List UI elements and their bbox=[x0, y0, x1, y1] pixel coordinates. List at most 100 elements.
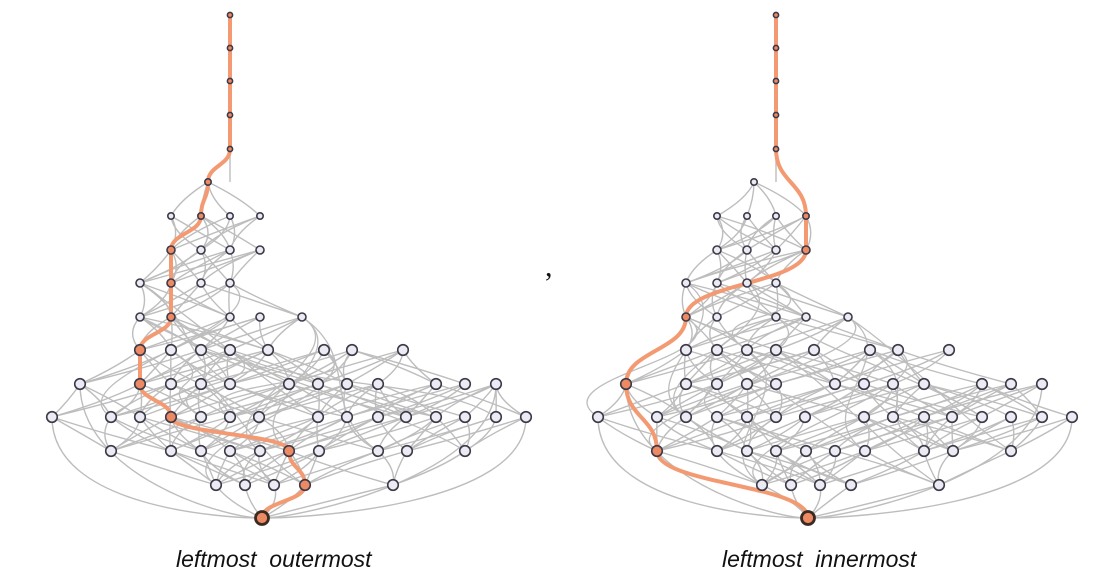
left-node bbox=[194, 444, 208, 458]
right-node bbox=[784, 478, 798, 492]
left-edge bbox=[170, 383, 231, 418]
right-edge bbox=[844, 316, 869, 452]
left-edge bbox=[51, 416, 263, 519]
right-edge bbox=[685, 282, 807, 318]
right-node bbox=[857, 377, 871, 391]
right-edge bbox=[711, 282, 718, 318]
left-edge bbox=[51, 383, 81, 418]
right-edge bbox=[775, 383, 865, 418]
right-node bbox=[1035, 377, 1049, 391]
left-edge bbox=[170, 215, 231, 251]
right-edge bbox=[703, 316, 790, 418]
right-final-node bbox=[800, 510, 816, 526]
right-node bbox=[712, 278, 722, 288]
left-edge bbox=[261, 484, 394, 519]
right-highlighted-node bbox=[772, 145, 780, 153]
right-node bbox=[712, 212, 721, 221]
left-node bbox=[194, 410, 208, 424]
right-node bbox=[771, 278, 781, 288]
left-highlight-path bbox=[138, 13, 308, 520]
left-edge bbox=[200, 383, 290, 418]
right-node bbox=[945, 410, 959, 424]
left-highlighted-node bbox=[226, 77, 234, 85]
left-edge bbox=[406, 416, 527, 452]
left-node bbox=[194, 377, 208, 391]
right-node bbox=[1004, 410, 1018, 424]
left-highlighted-node bbox=[166, 278, 176, 288]
left-node bbox=[345, 343, 359, 357]
right-node bbox=[798, 410, 812, 424]
left-edge bbox=[139, 282, 231, 318]
left-edge bbox=[200, 349, 269, 385]
right-edge bbox=[775, 450, 852, 486]
right-node bbox=[886, 410, 900, 424]
left-edge bbox=[170, 349, 306, 486]
right-node bbox=[917, 377, 931, 391]
left-edge bbox=[205, 349, 335, 486]
left-edge bbox=[351, 349, 466, 385]
left-highlighted-node bbox=[166, 245, 176, 255]
left-edge bbox=[170, 383, 260, 418]
left-node bbox=[458, 410, 472, 424]
left-edge bbox=[259, 416, 379, 452]
right-highlighted-node bbox=[772, 77, 780, 85]
right-edge bbox=[981, 383, 1043, 418]
left-edge bbox=[139, 249, 261, 284]
left-edge bbox=[229, 450, 275, 486]
separator-comma: , bbox=[545, 250, 553, 283]
left-highlighted-node bbox=[166, 312, 176, 322]
right-edge bbox=[897, 349, 1012, 385]
left-node bbox=[167, 212, 176, 221]
right-edge bbox=[923, 416, 1012, 452]
left-node bbox=[371, 377, 385, 391]
left-node bbox=[238, 478, 252, 492]
right-node bbox=[740, 343, 754, 357]
left-node bbox=[135, 278, 145, 288]
right-node bbox=[807, 343, 821, 357]
left-edge bbox=[229, 349, 497, 418]
right-node bbox=[1035, 410, 1049, 424]
right-node bbox=[857, 410, 871, 424]
left-node bbox=[135, 312, 145, 322]
right-edge bbox=[863, 349, 950, 385]
right-edge bbox=[819, 450, 925, 486]
left-node bbox=[429, 377, 443, 391]
right-edge bbox=[656, 416, 748, 452]
left-edge bbox=[200, 349, 319, 385]
right-edge bbox=[790, 450, 836, 486]
right-edge bbox=[685, 383, 777, 418]
left-edge bbox=[229, 249, 234, 284]
left-edge bbox=[139, 316, 466, 452]
right-edge bbox=[685, 316, 777, 351]
left-node bbox=[267, 478, 281, 492]
right-node bbox=[771, 312, 781, 322]
right-edge bbox=[685, 282, 777, 318]
right-node bbox=[740, 377, 754, 391]
right-node bbox=[844, 478, 858, 492]
left-highlighted-node bbox=[204, 178, 213, 187]
left-edge bbox=[200, 349, 325, 385]
left-edge bbox=[110, 416, 202, 452]
left-node bbox=[255, 212, 264, 221]
right-edge bbox=[742, 349, 767, 486]
left-highlighted-node bbox=[133, 377, 147, 391]
right-nodes bbox=[591, 11, 1079, 526]
right-edge bbox=[951, 383, 1043, 418]
left-highlighted-node bbox=[164, 410, 178, 424]
right-highlighted-node bbox=[772, 111, 780, 119]
right-node bbox=[679, 343, 693, 357]
left-edge bbox=[170, 282, 231, 318]
left-node bbox=[223, 444, 237, 458]
left-node bbox=[226, 212, 235, 221]
left-node bbox=[340, 377, 354, 391]
right-node bbox=[710, 377, 724, 391]
left-highlighted-node bbox=[133, 343, 147, 357]
left-highlighted-node bbox=[298, 478, 312, 492]
left-edge bbox=[51, 383, 172, 418]
right-edge bbox=[761, 484, 809, 519]
graph-leftmost-outermost bbox=[45, 11, 533, 526]
left-edge bbox=[317, 349, 404, 385]
left-node bbox=[255, 245, 265, 255]
left-edge bbox=[318, 416, 407, 452]
left-node bbox=[209, 478, 223, 492]
